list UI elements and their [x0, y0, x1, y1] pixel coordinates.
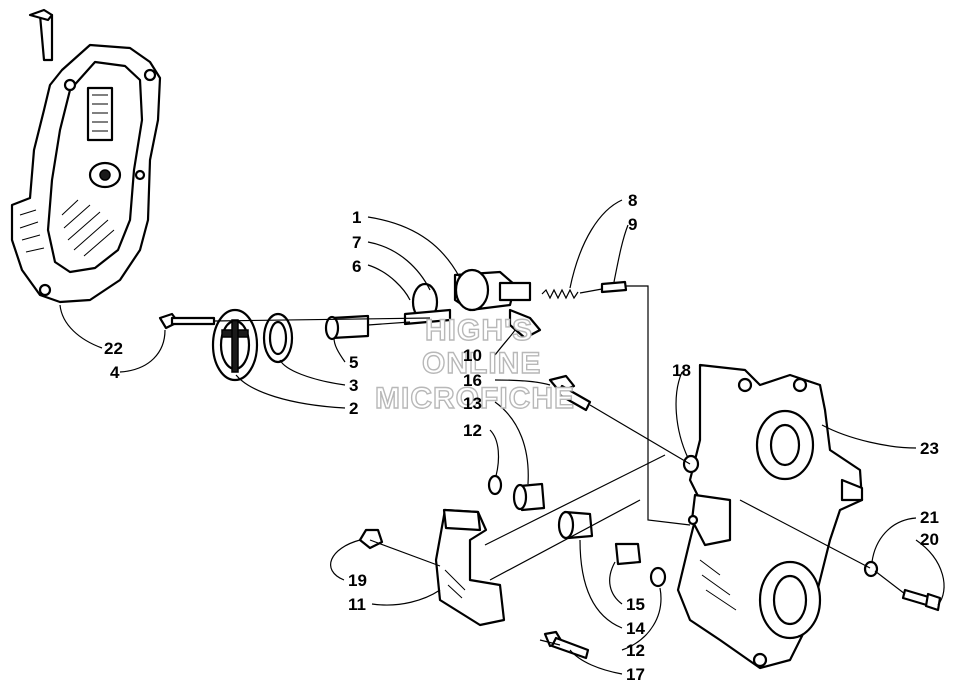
callout-leaders	[59, 199, 945, 675]
callout-7: 7	[352, 233, 361, 252]
callout-22: 22	[104, 339, 123, 358]
callout-labels: 1 7 6 8 9 22 4 5 3 2 10 16 13 12 18 23 2…	[104, 191, 939, 684]
callout-20: 20	[920, 530, 939, 549]
bolt-17	[543, 630, 590, 660]
callout-3: 3	[349, 376, 358, 395]
bushing-lower	[557, 510, 667, 588]
callout-23: 23	[920, 439, 939, 458]
callout-5: 5	[349, 353, 358, 372]
callout-4: 4	[110, 363, 120, 382]
watermark-line-2: ONLINE	[422, 347, 541, 380]
watermark-line-1: HIGH'S	[425, 314, 533, 347]
callout-14: 14	[626, 619, 645, 638]
watermark: HIGH'S ONLINE MICROFICHE	[374, 313, 575, 415]
drive-plate	[211, 308, 259, 382]
cam-housing	[453, 268, 542, 340]
callout-9: 9	[628, 215, 637, 234]
callout-1: 1	[352, 208, 361, 227]
callout-6: 6	[352, 257, 361, 276]
watermark-line-3: MICROFICHE	[375, 382, 575, 415]
callout-16: 16	[463, 371, 482, 390]
bolt-4	[158, 312, 216, 330]
callout-19: 19	[348, 571, 367, 590]
bolt-16	[548, 374, 592, 412]
chaincase-inner	[676, 363, 864, 670]
callout-17: 17	[626, 665, 645, 684]
ring-3	[262, 312, 294, 364]
tensioner-arm	[358, 508, 506, 627]
callout-15: 15	[626, 595, 645, 614]
callout-12-upper: 12	[463, 421, 482, 440]
shaft-6	[403, 282, 452, 326]
washer-bolt-20-21	[863, 560, 942, 612]
callout-18: 18	[672, 361, 691, 380]
callout-21: 21	[920, 508, 939, 527]
callout-2: 2	[349, 399, 358, 418]
sleeve-5	[324, 314, 370, 341]
callout-12-lower: 12	[626, 641, 645, 660]
spring-8	[541, 288, 579, 300]
chaincase-cover	[10, 8, 162, 304]
washer-bushing-upper	[487, 474, 546, 512]
callout-10: 10	[463, 346, 482, 365]
callout-11: 11	[348, 595, 366, 614]
washer-18	[682, 454, 700, 474]
leader-lines	[213, 285, 906, 646]
pin-9	[600, 280, 628, 294]
callout-8: 8	[628, 191, 637, 210]
callout-13: 13	[463, 394, 482, 413]
